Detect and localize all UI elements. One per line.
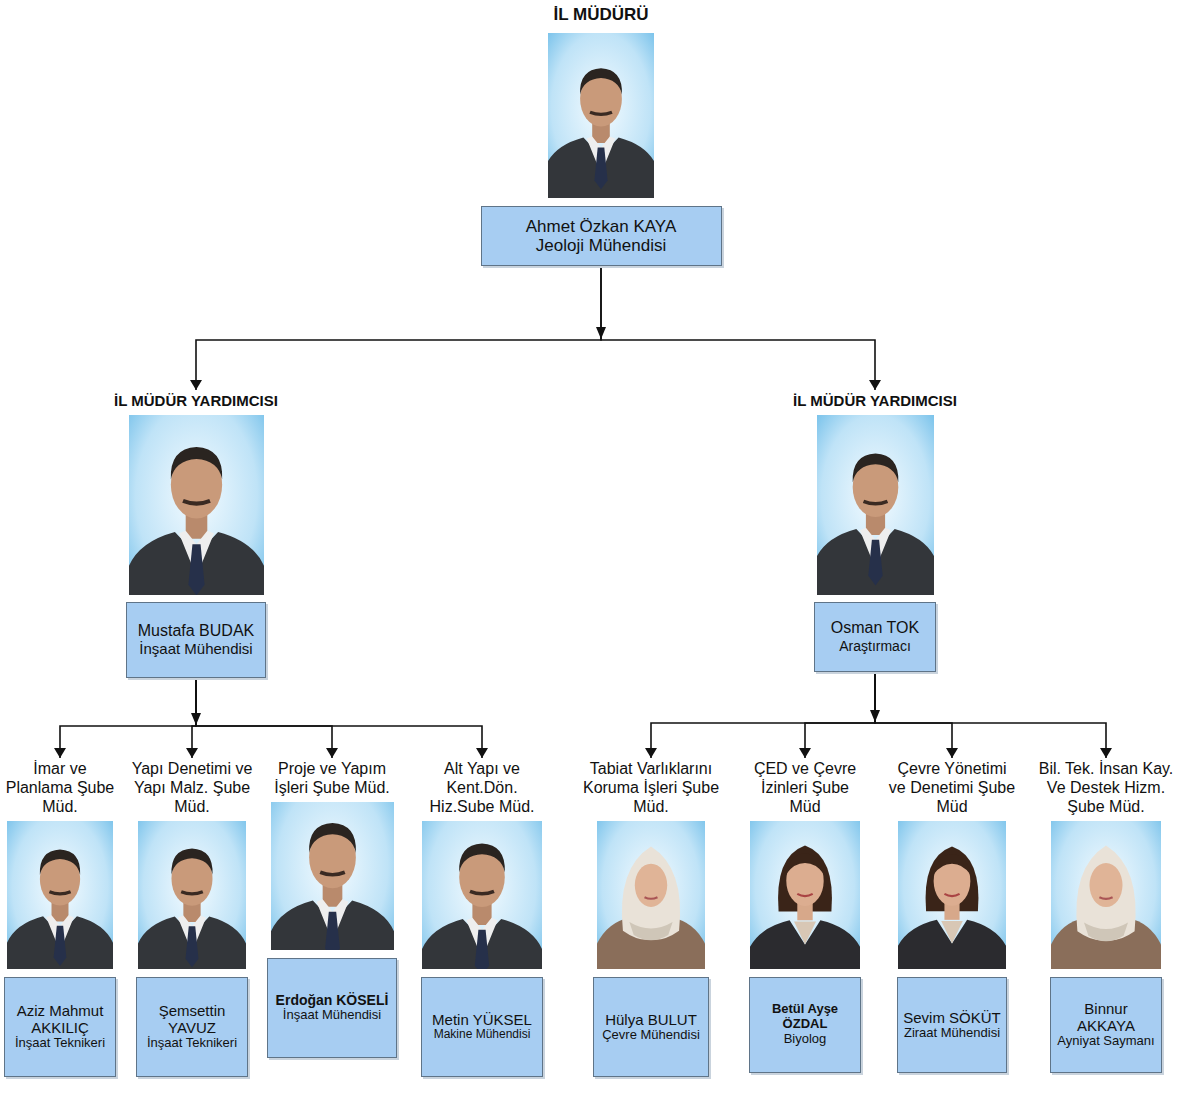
org-node: Yapı Denetimi ve Yapı Malz. Şube Müd. Şem… [130, 760, 255, 1077]
unit-heading: ÇED ve Çevre İzinleri Şube Müd [745, 760, 865, 817]
person-title: İnşaat Mühendisi [283, 1008, 381, 1023]
portrait-photo [422, 821, 542, 969]
person-title: Çevre Mühendisi [602, 1028, 700, 1043]
unit-heading: Proje ve Yapım İşleri Şube Müd. [270, 760, 395, 798]
person-title: İnşaat Teknikeri [15, 1036, 105, 1051]
portrait-photo [129, 415, 264, 595]
unit-heading: İL MÜDÜR YARDIMCISI [770, 392, 980, 410]
hierarchy-connector [60, 678, 196, 758]
hierarchy-connector [875, 672, 1106, 758]
unit-heading: Bil. Tek. İnsan Kay. Ve Destek Hizm. Şub… [1031, 760, 1181, 817]
name-box: Betül Ayşe ÖZDALBiyolog [749, 977, 861, 1073]
unit-heading: Çevre Yönetimi ve Denetimi Şube Müd [887, 760, 1017, 817]
org-node: İL MÜDÜR YARDIMCISI Mustafa BUDAKİnşaat M… [91, 392, 301, 678]
org-node: Proje ve Yapım İşleri Şube Müd. Erdoğan K… [267, 760, 397, 1058]
person-title: Jeoloji Mühendisi [536, 236, 666, 256]
portrait-photo [750, 821, 860, 969]
org-node: Alt Yapı ve Kent.Dön. Hiz.Sube Müd. Metin… [420, 760, 545, 1077]
hierarchy-connector [196, 266, 601, 390]
name-box: Mustafa BUDAKİnşaat Mühendisi [126, 602, 266, 678]
unit-heading: Yapı Denetimi ve Yapı Malz. Şube Müd. [130, 760, 255, 817]
hierarchy-connector [196, 678, 482, 758]
person-name: Erdoğan KÖSELİ [276, 992, 389, 1008]
name-box: Şemsettin YAVUZİnşaat Teknikeri [136, 977, 248, 1077]
hierarchy-connector [196, 678, 332, 758]
org-node: ÇED ve Çevre İzinleri Şube MüdBetül Ayşe… [745, 760, 865, 1073]
person-name: Mustafa BUDAK [138, 622, 254, 640]
person-name: Aziz Mahmut AKKILIÇ [9, 1002, 111, 1037]
portrait-photo [817, 415, 934, 595]
person-name: Betül Ayşe ÖZDAL [754, 1002, 856, 1032]
hierarchy-connector [651, 672, 875, 758]
name-box: Aziz Mahmut AKKILIÇİnşaat Teknikeri [4, 977, 116, 1077]
org-node: İL MÜDÜRÜ Ahmet Özkan KAYAJeoloji Mühendi… [451, 5, 751, 266]
person-title: Ziraat Mühendisi [904, 1026, 1000, 1041]
portrait-photo [138, 821, 246, 969]
portrait-photo [271, 802, 394, 950]
org-node: Çevre Yönetimi ve Denetimi Şube MüdSevim… [887, 760, 1017, 1073]
org-node: İL MÜDÜR YARDIMCISI Osman TOKAraştırmacı [770, 392, 980, 672]
person-title: Makine Mühendisi [434, 1028, 531, 1042]
hierarchy-connector [601, 266, 875, 390]
unit-heading: İL MÜDÜR YARDIMCISI [91, 392, 301, 410]
name-box: Sevim SÖKÜTZiraat Mühendisi [897, 977, 1007, 1073]
portrait-photo [1051, 821, 1161, 969]
person-name: Osman TOK [831, 619, 919, 637]
person-name: Metin YÜKSEL [432, 1011, 532, 1028]
hierarchy-connector [805, 672, 875, 758]
person-title: Biyolog [784, 1032, 827, 1047]
name-box: Erdoğan KÖSELİİnşaat Mühendisi [267, 958, 397, 1058]
org-node: İmar ve Planlama Şube Müd. Aziz Mahmut AK… [4, 760, 116, 1077]
portrait-photo [898, 821, 1006, 969]
person-title: İnşaat Mühendisi [139, 640, 252, 657]
name-box: Hülya BULUTÇevre Mühendisi [593, 977, 709, 1077]
portrait-photo [548, 33, 654, 198]
hierarchy-connector [875, 672, 952, 758]
portrait-photo [597, 821, 705, 969]
unit-heading: İmar ve Planlama Şube Müd. [5, 760, 115, 817]
person-name: Binnur AKKAYA [1055, 1000, 1157, 1035]
name-box: Metin YÜKSELMakine Mühendisi [421, 977, 543, 1077]
name-box: Binnur AKKAYAAyniyat Saymanı [1050, 977, 1162, 1073]
unit-heading: İL MÜDÜRÜ [451, 5, 751, 25]
person-name: Şemsettin YAVUZ [141, 1002, 243, 1037]
unit-heading: Tabiat Varlıklarını Koruma İşleri Şube M… [579, 760, 724, 817]
name-box: Osman TOKAraştırmacı [814, 602, 936, 672]
person-title: İnşaat Teknikeri [147, 1036, 237, 1051]
person-title: Araştırmacı [839, 638, 911, 654]
unit-heading: Alt Yapı ve Kent.Dön. Hiz.Sube Müd. [420, 760, 545, 817]
name-box: Ahmet Özkan KAYAJeoloji Mühendisi [481, 206, 722, 266]
portrait-photo [7, 821, 113, 969]
person-name: Ahmet Özkan KAYA [526, 217, 677, 237]
person-name: Hülya BULUT [605, 1011, 697, 1028]
org-node: Bil. Tek. İnsan Kay. Ve Destek Hizm. Şub… [1031, 760, 1181, 1073]
person-title: Ayniyat Saymanı [1057, 1034, 1154, 1049]
org-node: Tabiat Varlıklarını Koruma İşleri Şube M… [579, 760, 724, 1077]
person-name: Sevim SÖKÜT [903, 1009, 1001, 1026]
